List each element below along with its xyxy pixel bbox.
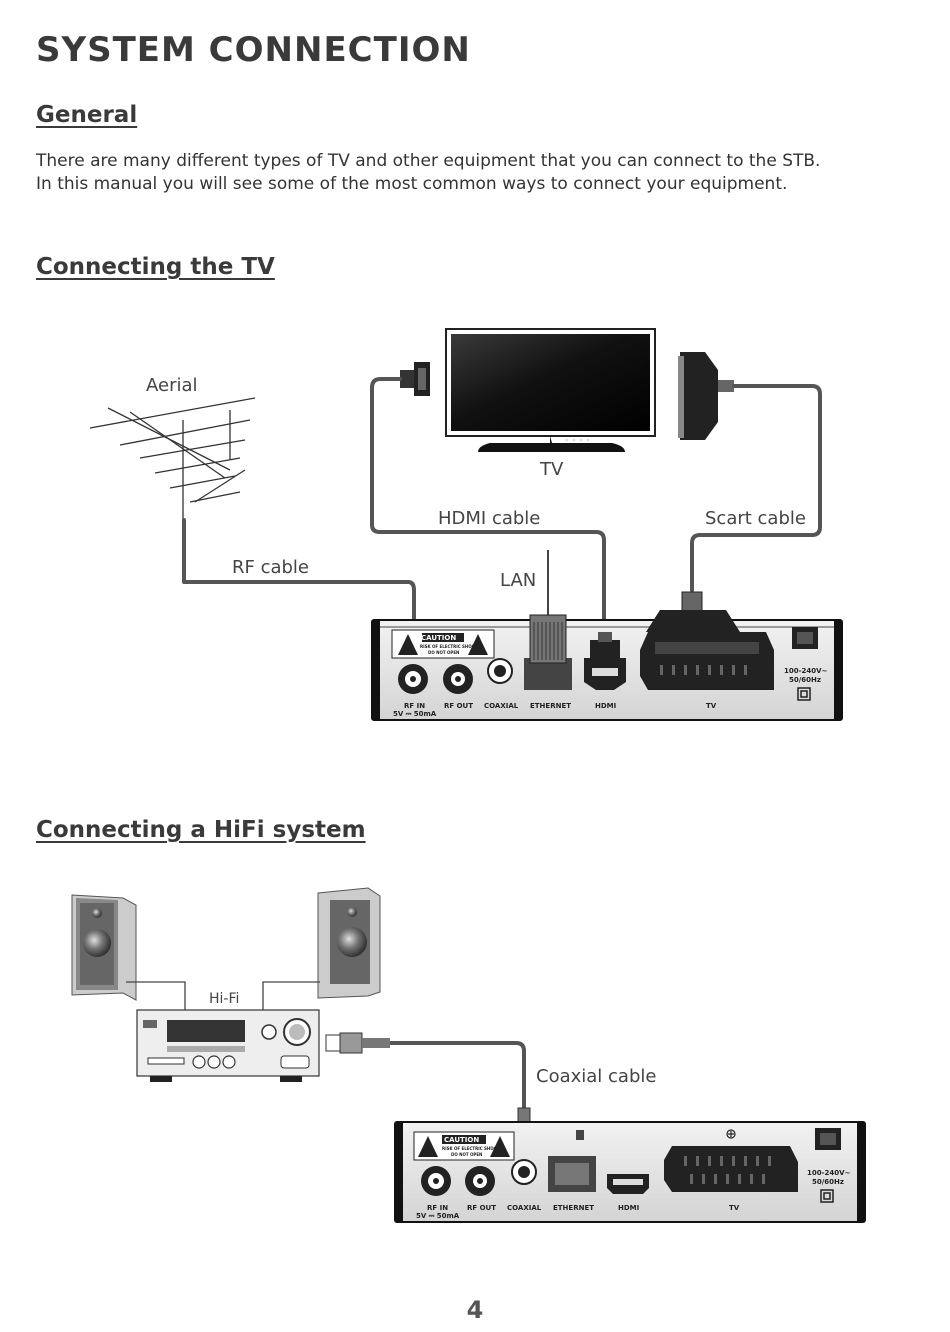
caution-label-text-2: CAUTION [444, 1136, 480, 1144]
general-heading: General [36, 102, 138, 128]
rf-in-power-label-2: 5V ⎓ 50mA [416, 1212, 460, 1220]
page-number: 4 [466, 1296, 484, 1324]
tv-label: TV [540, 459, 564, 480]
power-label-1-b: 100-240V~ [807, 1169, 851, 1177]
caution-label-text: CAUTION [421, 634, 457, 642]
general-line-2: In this manual you will see some of the … [36, 174, 788, 194]
caution-small-2-b: DO NOT OPEN [451, 1152, 483, 1157]
power-label-1: 100-240V~ [784, 667, 828, 675]
hifi-section-heading: Connecting a HiFi system [36, 817, 366, 843]
tv-section-heading: Connecting the TV [36, 254, 275, 280]
rf-in-port-label-2: RF IN [427, 1204, 449, 1212]
hifi-label: Hi-Fi [209, 991, 240, 1007]
rf-cable-label: RF cable [232, 557, 310, 578]
page-title: SYSTEM CONNECTION [36, 30, 471, 70]
aerial-antenna [89, 397, 256, 520]
stb-rear-panel-tv [371, 591, 843, 721]
ethernet-port-label: ETHERNET [530, 702, 572, 710]
speaker-left [71, 894, 137, 1001]
caution-small-1: RISK OF ELECTRIC SHOCK [420, 644, 478, 649]
scart-port-label-2: TV [729, 1204, 740, 1212]
general-line-1: There are many different types of TV and… [36, 151, 821, 171]
tv-set [445, 328, 656, 452]
speaker-wires [126, 981, 320, 1010]
caution-small-2: DO NOT OPEN [428, 650, 460, 655]
power-label-2: 50/60Hz [789, 676, 821, 684]
hifi-amplifier [136, 1009, 320, 1082]
scart-plug-tv-end [678, 352, 734, 440]
rca-plug-hifi-end [325, 1032, 390, 1054]
coaxial-cable [390, 1041, 526, 1140]
coaxial-cable-label: Coaxial cable [536, 1066, 657, 1087]
scart-port-label: TV [706, 702, 717, 710]
rf-out-port-label-2: RF OUT [467, 1204, 497, 1212]
rf-out-port-label: RF OUT [444, 702, 474, 710]
coaxial-port-label: COAXIAL [484, 702, 519, 710]
lan-label: LAN [500, 570, 537, 591]
aerial-label: Aerial [146, 375, 198, 396]
speaker-right [317, 887, 381, 999]
hdmi-plug-tv-end [400, 362, 430, 396]
coaxial-port-label-2: COAXIAL [507, 1204, 542, 1212]
hdmi-port-label: HDMI [595, 702, 617, 710]
caution-small-1-b: RISK OF ELECTRIC SHOCK [442, 1146, 500, 1151]
hdmi-port-label-2: HDMI [618, 1204, 640, 1212]
hdmi-cable-label: HDMI cable [438, 508, 541, 529]
rf-in-power-label: 5V ⎓ 50mA [393, 710, 437, 718]
rf-in-port-label: RF IN [404, 702, 426, 710]
stb-rear-panel-hifi [394, 1121, 866, 1223]
ethernet-port-label-2: ETHERNET [553, 1204, 595, 1212]
general-paragraph: There are many different types of TV and… [36, 150, 916, 196]
scart-cable-label: Scart cable [705, 508, 806, 529]
tv-cables [182, 377, 822, 642]
power-label-2-b: 50/60Hz [812, 1178, 844, 1186]
